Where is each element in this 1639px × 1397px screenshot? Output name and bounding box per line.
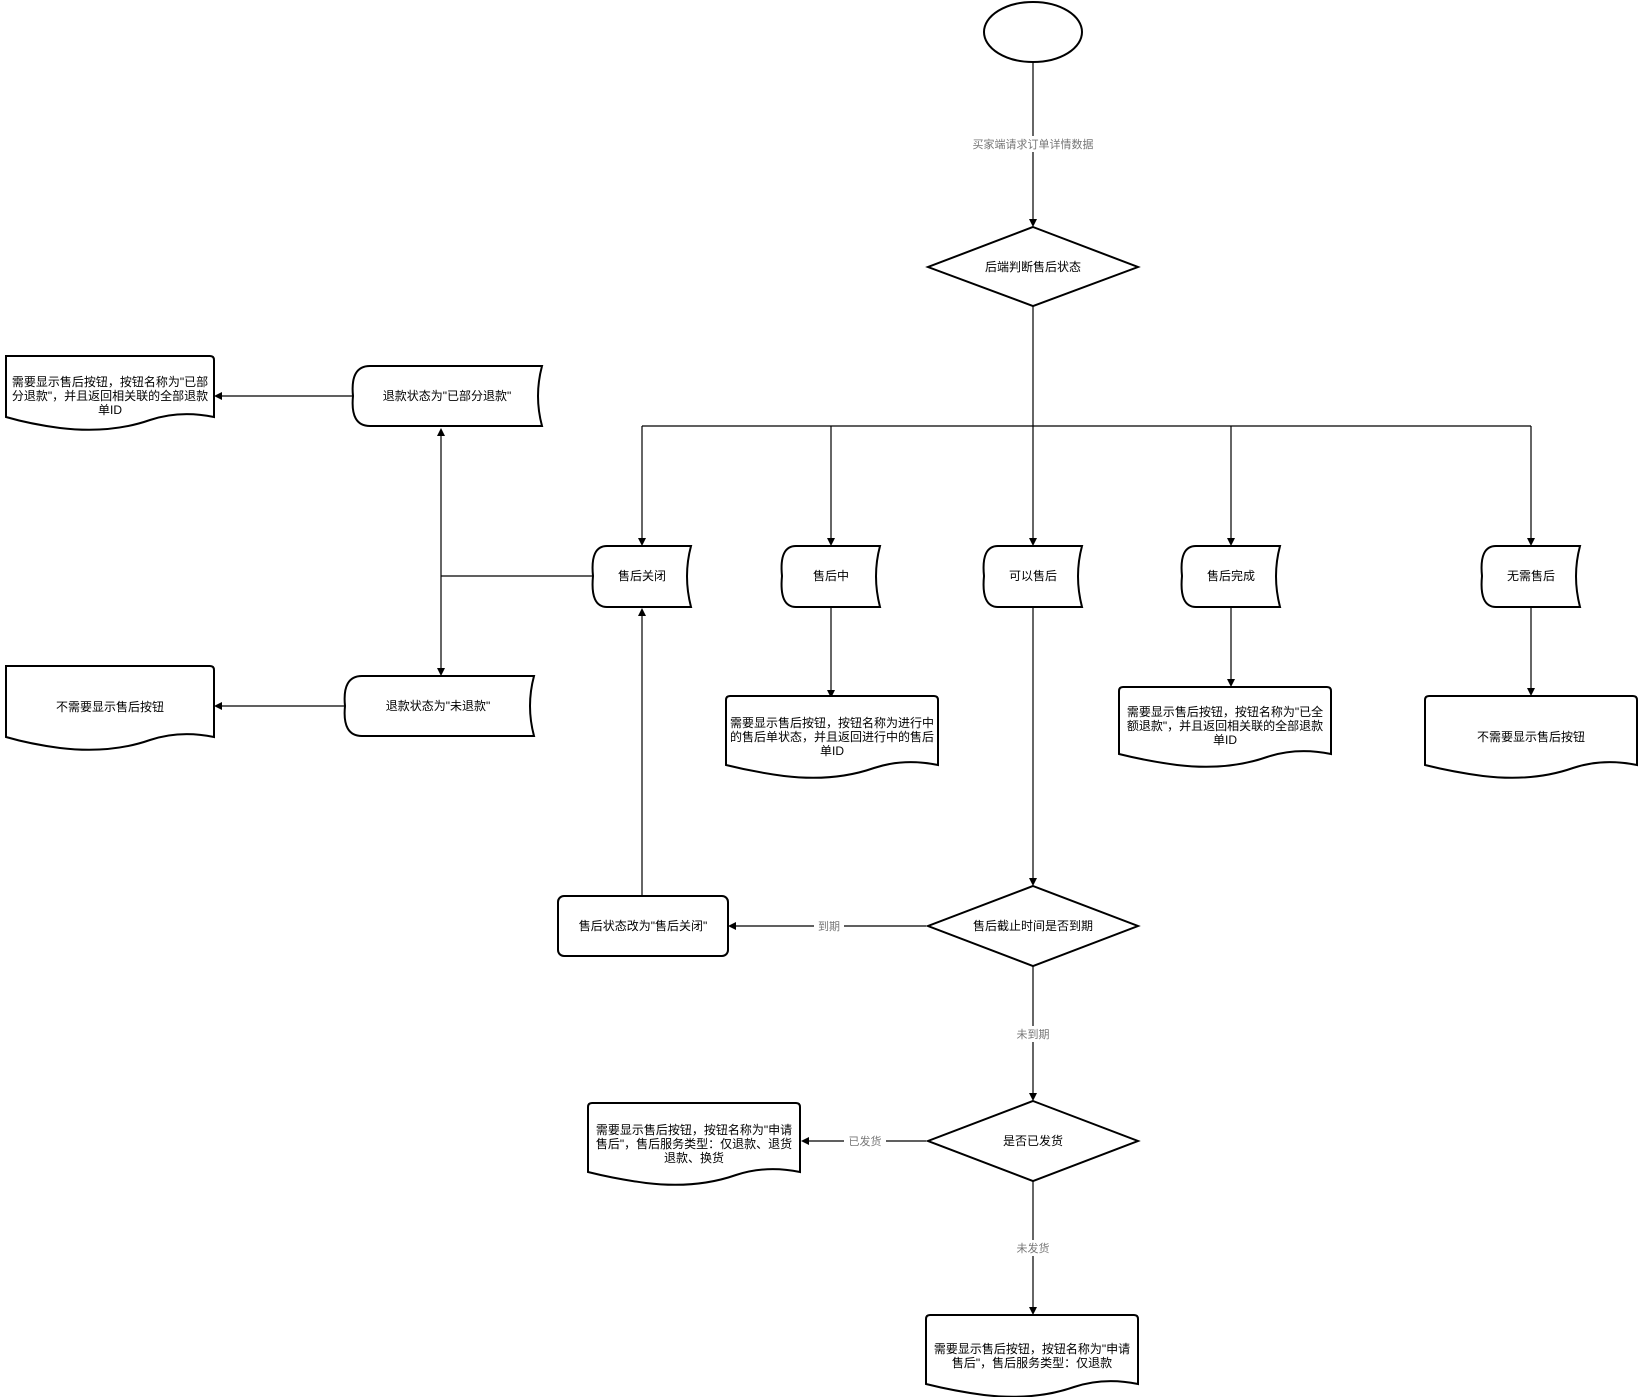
status-closed-label: 售后关闭 bbox=[618, 568, 666, 583]
decision-deadline-label: 售后截止时间是否到期 bbox=[973, 918, 1093, 933]
doc-in-progress-label: 需要显示售后按钮，按钮名称为进行中的售后单状态，并且返回进行中的售后单ID bbox=[729, 716, 934, 758]
doc-no-button-right-label: 不需要显示售后按钮 bbox=[1476, 730, 1585, 744]
decision-shipped-label: 是否已发货 bbox=[1003, 1133, 1063, 1148]
doc-no-button-left-label: 不需要显示售后按钮 bbox=[55, 700, 164, 714]
edge-label-bg bbox=[844, 1133, 886, 1149]
status-completed-node[interactable] bbox=[1180, 545, 1282, 608]
process-set-closed-label: 售后状态改为"售后关闭" bbox=[579, 918, 708, 933]
arrowhead bbox=[214, 392, 222, 400]
doc-no-button-left-node[interactable] bbox=[4, 665, 215, 751]
edge-label-bg bbox=[1013, 1240, 1053, 1256]
status-in-progress-node[interactable] bbox=[780, 545, 882, 608]
arrowhead bbox=[728, 922, 736, 930]
arrowhead bbox=[638, 538, 646, 546]
status-closed-node[interactable] bbox=[591, 545, 693, 608]
decision-judge-status-label: 后端判断售后状态 bbox=[985, 259, 1081, 274]
status-not-needed-node[interactable] bbox=[1480, 545, 1582, 608]
nodes: 后端判断售后状态 售后关闭 售后中 可以售后 售后完成 无需售后 退款状态为"已… bbox=[4, 1, 1638, 1397]
arrowhead bbox=[1527, 538, 1535, 546]
decision-judge-status[interactable] bbox=[925, 225, 1141, 308]
doc-in-progress-node[interactable] bbox=[725, 695, 939, 779]
arrowhead bbox=[827, 690, 835, 698]
status-completed-label: 售后完成 bbox=[1207, 568, 1255, 583]
doc-full-refund-label: 需要显示售后按钮，按钮名称为"已全额退款"，并且返回相关联的全部退款单ID bbox=[1126, 705, 1324, 747]
doc-shipped-node[interactable] bbox=[587, 1102, 801, 1186]
arrowhead bbox=[1227, 538, 1235, 546]
refund-none-label: 退款状态为"未退款" bbox=[386, 699, 491, 713]
arrowhead bbox=[801, 1137, 809, 1145]
edge-labels: 买家端请求订单详情数据 到期 未到期 已发货 未发货 bbox=[814, 136, 1096, 1256]
doc-full-refund-node[interactable] bbox=[1118, 686, 1332, 768]
doc-no-button-right-node[interactable] bbox=[1424, 695, 1638, 779]
arrowhead bbox=[638, 608, 646, 616]
status-available-node[interactable] bbox=[982, 545, 1084, 608]
arrowhead bbox=[1029, 1093, 1037, 1101]
arrowhead bbox=[1029, 878, 1037, 886]
edge-label-request-detail: 买家端请求订单详情数据 bbox=[973, 137, 1094, 151]
arrowhead bbox=[827, 538, 835, 546]
edge-label-not-expired: 未到期 bbox=[1017, 1028, 1050, 1041]
arrowhead bbox=[1227, 679, 1235, 687]
edge-label-bg bbox=[970, 136, 1096, 152]
refund-partial-label: 退款状态为"已部分退款" bbox=[383, 388, 512, 403]
refund-none-node[interactable] bbox=[343, 675, 536, 737]
decision-deadline[interactable] bbox=[925, 884, 1141, 968]
arrowhead bbox=[437, 668, 445, 676]
edge-label-not-shipped: 未发货 bbox=[1017, 1241, 1050, 1255]
edge-label-expired: 到期 bbox=[818, 920, 840, 933]
process-set-closed[interactable] bbox=[557, 895, 729, 957]
doc-shipped-label: 需要显示售后按钮，按钮名称为"申请售后"，售后服务类型：仅退款、退货退款、换货 bbox=[595, 1123, 793, 1165]
decision-shipped[interactable] bbox=[925, 1099, 1141, 1183]
arrowhead bbox=[1527, 688, 1535, 696]
arrowhead bbox=[1029, 219, 1037, 227]
edge-label-bg bbox=[1013, 1026, 1053, 1042]
edge-label-shipped: 已发货 bbox=[849, 1134, 882, 1148]
doc-not-shipped-node[interactable] bbox=[925, 1314, 1139, 1397]
refund-partial-node[interactable] bbox=[351, 365, 544, 427]
doc-not-shipped-label: 需要显示售后按钮，按钮名称为"申请售后"，售后服务类型：仅退款 bbox=[933, 1342, 1131, 1370]
status-in-progress-label: 售后中 bbox=[813, 568, 849, 583]
status-not-needed-label: 无需售后 bbox=[1507, 568, 1555, 583]
arrowhead bbox=[437, 428, 445, 436]
doc-partial-refund-label: 需要显示售后按钮，按钮名称为"已部分退款"，并且返回相关联的全部退款单ID bbox=[11, 375, 209, 417]
doc-partial-refund-node[interactable] bbox=[4, 355, 215, 431]
arrowhead bbox=[1029, 538, 1037, 546]
arrowhead bbox=[1029, 1307, 1037, 1315]
status-available-label: 可以售后 bbox=[1009, 568, 1057, 583]
start-node[interactable] bbox=[983, 1, 1083, 63]
arrowhead bbox=[214, 702, 222, 710]
edge-label-bg bbox=[814, 918, 844, 934]
